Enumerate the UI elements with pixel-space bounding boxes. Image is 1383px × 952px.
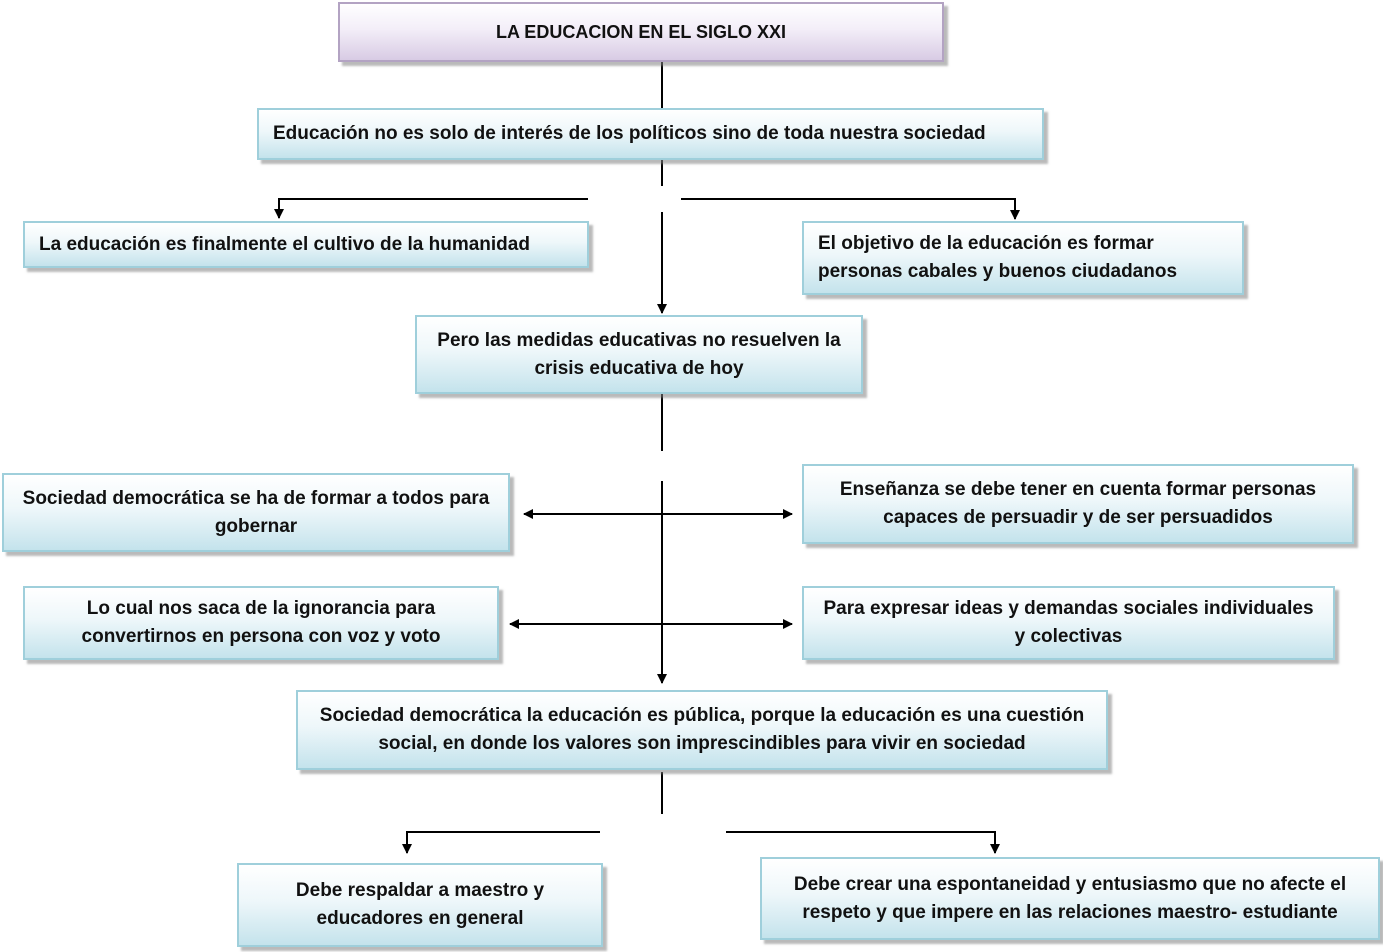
node-ignorancia: Lo cual nos saca de la ignorancia para c… — [23, 586, 499, 660]
node-medidas-text: Pero las medidas educativas no resuelven… — [437, 329, 841, 379]
arrow-to-espontaneidad — [726, 831, 1000, 854]
node-expresar-text: Para expresar ideas y demandas sociales … — [823, 598, 1314, 647]
arrow-to-objetivo — [681, 198, 1020, 220]
node-objetivo: El objetivo de la educación es formar pe… — [802, 221, 1244, 295]
node-ignorancia-text: Lo cual nos saca de la ignorancia para c… — [81, 598, 441, 647]
node-publica-text: Sociedad democrática la educación es púb… — [319, 705, 1085, 754]
node-sociedad-formar: Sociedad democrática se ha de formar a t… — [2, 473, 510, 552]
node-intro: Educación no es solo de interés de los p… — [257, 108, 1044, 160]
node-ensenanza: Enseñanza se debe tener en cuenta formar… — [802, 464, 1354, 544]
arrow-to-cultivo — [274, 198, 588, 219]
node-cultivo: La educación es finalmente el cultivo de… — [23, 221, 589, 268]
diagram-title: LA EDUCACION EN EL SIGLO XXI — [338, 2, 944, 62]
node-objetivo-text: El objetivo de la educación es formar pe… — [818, 233, 1178, 282]
node-intro-text: Educación no es solo de interés de los p… — [273, 123, 986, 144]
node-ensenanza-text: Enseñanza se debe tener en cuenta formar… — [839, 479, 1317, 528]
node-espontaneidad: Debe crear una espontaneidad y entusiasm… — [760, 857, 1380, 940]
node-medidas: Pero las medidas educativas no resuelven… — [415, 315, 863, 394]
node-respaldar: Debe respaldar a maestro y educadores en… — [237, 863, 603, 947]
node-respaldar-text: Debe respaldar a maestro y educadores en… — [295, 880, 545, 929]
arrow-to-respaldar — [402, 831, 600, 854]
node-publica: Sociedad democrática la educación es púb… — [296, 690, 1108, 770]
node-espontaneidad-text: Debe crear una espontaneidad y entusiasm… — [793, 873, 1347, 923]
node-cultivo-text: La educación es finalmente el cultivo de… — [39, 233, 530, 255]
diagram-title-text: LA EDUCACION EN EL SIGLO XXI — [495, 22, 787, 42]
node-expresar: Para expresar ideas y demandas sociales … — [802, 586, 1335, 660]
node-sociedad-formar-text: Sociedad democrática se ha de formar a t… — [22, 487, 490, 537]
